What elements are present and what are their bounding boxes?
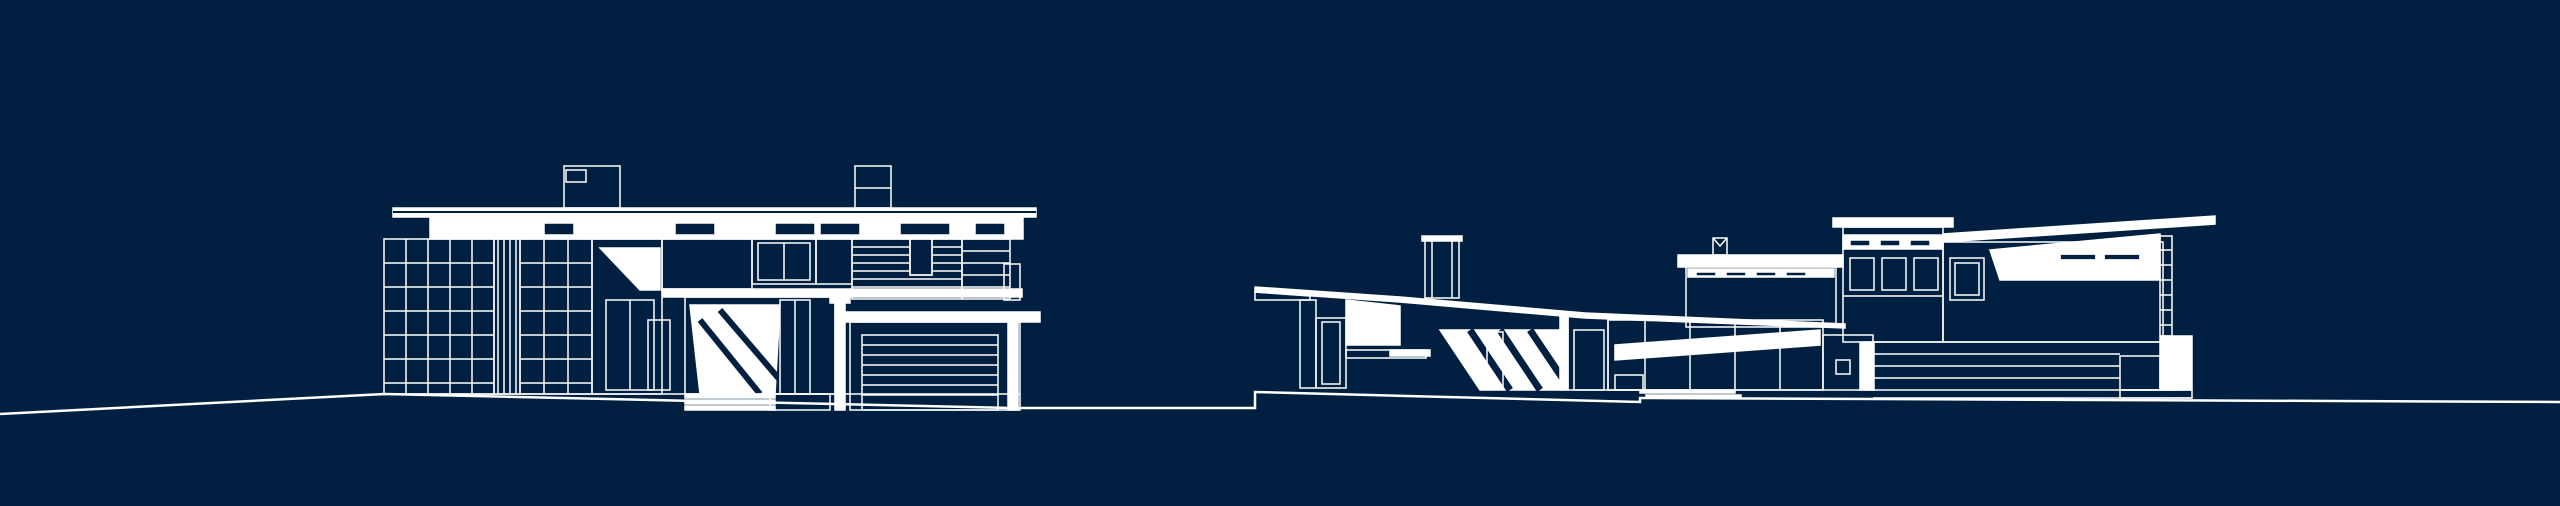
right-chimney: [1424, 239, 1460, 299]
left-chimney-1: [563, 165, 621, 209]
left-clad-panel-2: [519, 238, 593, 395]
left-clad-tower: [383, 238, 495, 395]
left-house: [383, 165, 1041, 411]
ground-line: [0, 390, 2560, 416]
right-sloped-roof-right: [1942, 215, 2216, 243]
right-middle-pavilion: [1677, 254, 1844, 268]
right-house: [1254, 215, 2216, 399]
left-chimney-2: [854, 165, 892, 209]
right-sloped-roof-left: [1254, 286, 1846, 329]
right-tall-volume: [1832, 217, 1954, 228]
